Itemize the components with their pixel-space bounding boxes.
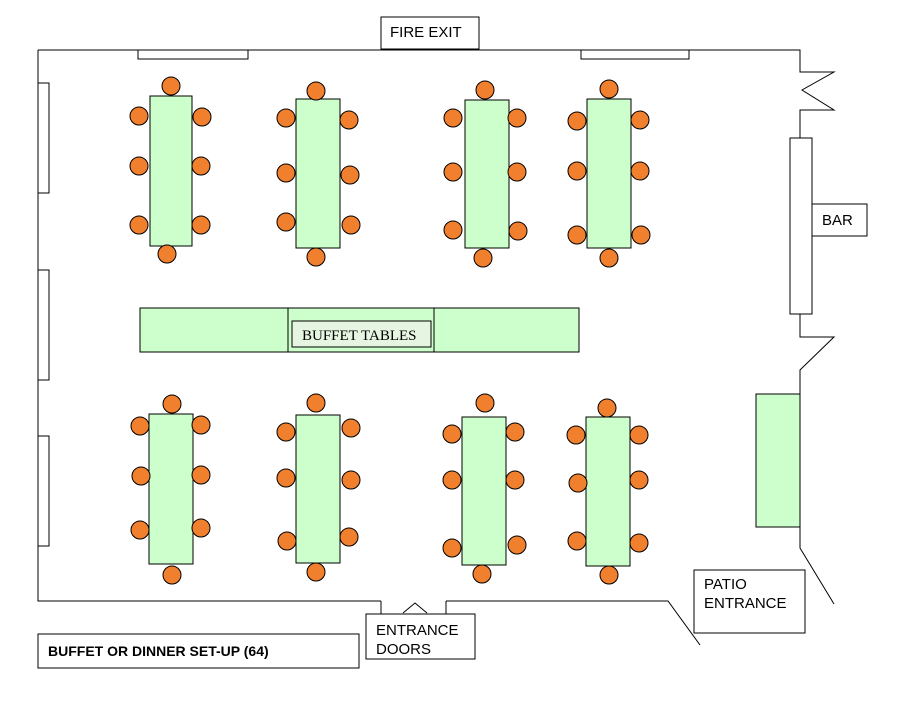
window-top-right	[580, 49, 690, 60]
room-walls	[37, 49, 836, 646]
buffet-table-left	[139, 307, 289, 353]
bar-text: BAR	[822, 212, 853, 229]
patio-entrance-label: PATIO ENTRANCE	[693, 569, 806, 634]
buffet-tables-text: BUFFET TABLES	[302, 328, 417, 344]
window-left-3	[37, 435, 50, 547]
buffet-tables: BUFFET TABLES	[139, 307, 580, 353]
side-table	[755, 393, 801, 528]
patio-text-line1: PATIO	[704, 576, 747, 593]
windows	[37, 49, 690, 547]
buffet-label-box	[291, 320, 432, 348]
bar-label: BAR	[811, 203, 868, 237]
window-top-left	[137, 49, 249, 60]
setup-title-label: BUFFET OR DINNER SET-UP (64)	[37, 633, 360, 669]
dining-table-top-1	[129, 76, 212, 264]
dining-table-top-3	[443, 80, 528, 268]
dining-table-top-4	[567, 79, 651, 268]
entrance-doors-label: ENTRANCE DOORS	[365, 613, 476, 660]
entrance-text-line1: ENTRANCE	[376, 622, 459, 639]
buffet-table-right	[433, 307, 580, 353]
dining-table-bottom-1	[130, 394, 211, 585]
window-left-1	[37, 82, 50, 194]
fire-exit-text: FIRE EXIT	[390, 24, 462, 41]
bar-counter	[789, 137, 813, 315]
dining-table-bottom-3	[442, 393, 527, 584]
window-left-2	[37, 269, 50, 381]
entrance-text-line2: DOORS	[376, 641, 431, 658]
dining-table-bottom-2	[276, 393, 361, 582]
dining-table-top-2	[276, 81, 361, 267]
fire-exit-label: FIRE EXIT	[380, 16, 480, 50]
setup-title-text: BUFFET OR DINNER SET-UP (64)	[48, 643, 269, 659]
patio-text-line2: ENTRANCE	[704, 595, 787, 612]
dining-table-bottom-4	[566, 398, 649, 585]
